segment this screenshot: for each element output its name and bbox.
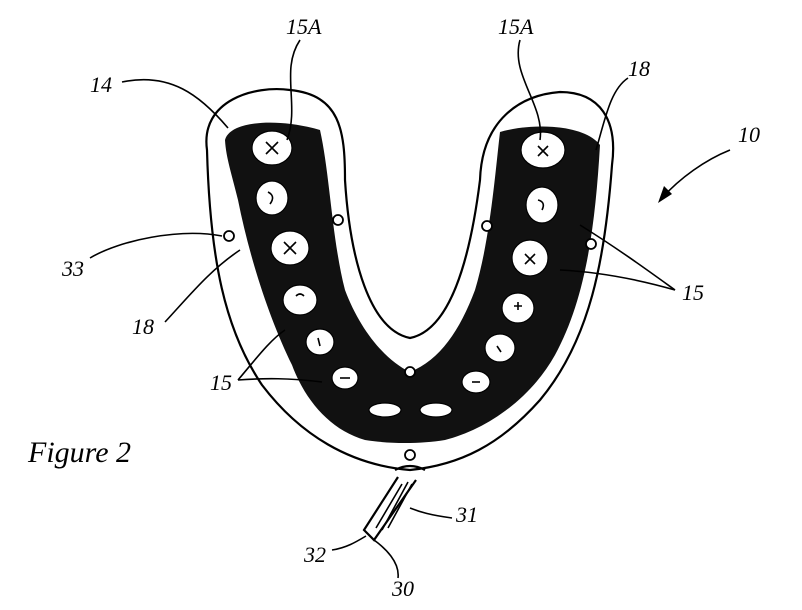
strap-notch <box>394 464 426 471</box>
tooth-impression <box>282 284 318 316</box>
ref-label-18-right: 18 <box>628 56 650 81</box>
tooth-impression <box>484 333 516 363</box>
ref-label-33: 33 <box>61 256 84 281</box>
tray-band <box>225 122 600 443</box>
vent-hole <box>585 238 597 250</box>
vent-hole <box>332 214 344 226</box>
vent-hole <box>223 230 235 242</box>
tooth-impression <box>305 328 335 356</box>
ref-label-15a-left: 15A <box>286 14 322 39</box>
figure-caption: Figure 2 <box>27 436 131 469</box>
strap <box>362 476 417 542</box>
ref-label-15-left: 15 <box>210 370 232 395</box>
ref-label-31: 31 <box>455 502 478 527</box>
tooth-impression <box>419 402 453 418</box>
ref-label-10: 10 <box>738 122 760 147</box>
ref-label-14: 14 <box>90 72 112 97</box>
tooth-impression <box>525 186 559 224</box>
vent-hole <box>404 449 416 461</box>
tray-outer-outline <box>205 88 615 472</box>
vent-hole <box>481 220 493 232</box>
ref-label-15-right: 15 <box>682 280 704 305</box>
ref-label-30: 30 <box>391 576 414 601</box>
tooth-impression <box>368 402 402 418</box>
vent-hole <box>404 366 416 378</box>
ref-label-18-left: 18 <box>132 314 154 339</box>
ref-label-15a-right: 15A <box>498 14 534 39</box>
leader-lines <box>89 39 731 579</box>
vent-holes <box>223 214 597 461</box>
tooth-marks <box>265 141 549 383</box>
ref-label-32: 32 <box>303 542 326 567</box>
